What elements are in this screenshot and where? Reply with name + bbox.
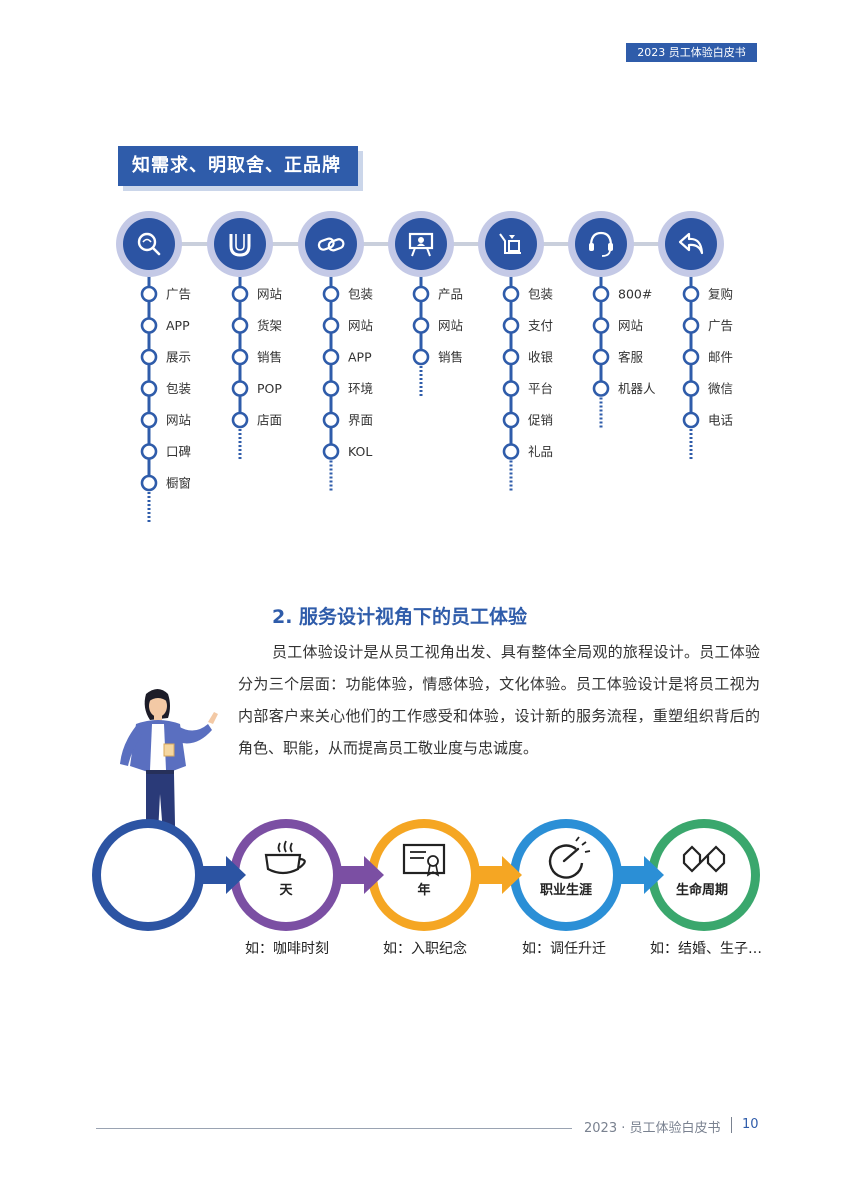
channel-item-label: 网站	[438, 318, 463, 333]
journey-start-inner	[101, 828, 195, 922]
channel-item-label: 广告	[708, 318, 733, 333]
channel-item-label: 客服	[618, 350, 644, 365]
timeline-node	[504, 445, 518, 459]
channel-item-label: 口碑	[166, 444, 191, 459]
timeline-node	[684, 350, 698, 364]
channel-item-label: 销售	[438, 350, 463, 365]
channel-item-label: 网站	[257, 287, 282, 302]
timeline-node	[233, 287, 247, 301]
timeline-node	[504, 319, 518, 333]
timeline-node	[684, 413, 698, 427]
channel-item-label: 包装	[166, 381, 191, 396]
channel-item-label: 礼品	[528, 444, 553, 459]
timeline-node	[684, 319, 698, 333]
timeline-node	[324, 287, 338, 301]
channel-item-label: 复购	[708, 287, 733, 302]
channel-item-label: 店面	[257, 413, 282, 428]
timeline-node	[142, 350, 156, 364]
journey-example-year: 如：入职纪念	[383, 938, 467, 958]
journey-step-inner	[377, 828, 471, 922]
timeline-node	[324, 350, 338, 364]
timeline-node	[414, 350, 428, 364]
timeline-node	[233, 413, 247, 427]
journey-example-lifecycle: 如：结婚、生子…	[650, 938, 762, 958]
channel-item-label: 促销	[528, 413, 553, 428]
timeline-node	[142, 287, 156, 301]
channel-item-label: 电话	[708, 413, 733, 428]
journey-step-inner	[657, 828, 751, 922]
timeline-node	[594, 287, 608, 301]
timeline-node	[324, 413, 338, 427]
channel-item-label: 机器人	[618, 381, 656, 396]
channel-item-label: POP	[257, 381, 282, 396]
page-number: 10	[742, 1117, 759, 1132]
timeline-node	[504, 382, 518, 396]
channel-icon-circle	[123, 218, 175, 270]
timeline-node	[233, 319, 247, 333]
channel-item-label: 包装	[348, 287, 373, 302]
timeline-node	[504, 287, 518, 301]
timeline-node	[324, 445, 338, 459]
channel-item-label: 橱窗	[166, 476, 191, 491]
channel-item-label: APP	[348, 350, 372, 365]
channel-icon-circle	[305, 218, 357, 270]
subsection-title: 2. 服务设计视角下的员工体验	[272, 602, 527, 629]
channel-item-label: 展示	[166, 350, 191, 365]
channel-item-label: 环境	[348, 381, 373, 396]
channel-item-label: 网站	[348, 318, 373, 333]
timeline-node	[414, 287, 428, 301]
timeline-node	[142, 476, 156, 490]
channel-item-label: 平台	[528, 381, 553, 396]
channel-item-label: 界面	[348, 413, 373, 428]
timeline-node	[594, 350, 608, 364]
channel-item-label: 网站	[618, 318, 643, 333]
channel-icon-circle	[485, 218, 537, 270]
channel-item-label: 支付	[528, 318, 553, 333]
timeline-node	[142, 319, 156, 333]
channel-icon-circle	[214, 218, 266, 270]
timeline-node	[414, 319, 428, 333]
journey-step-inner	[519, 828, 613, 922]
footer-text: 2023 · 员工体验白皮书	[584, 1117, 720, 1136]
channel-item-label: APP	[166, 318, 190, 333]
channel-item-label: 包装	[528, 287, 553, 302]
journey-label-career: 职业生涯	[511, 879, 621, 898]
timeline-node	[142, 382, 156, 396]
timeline-node	[504, 350, 518, 364]
channel-item-label: 货架	[257, 318, 282, 333]
timeline-node	[324, 319, 338, 333]
channel-item-label: 800#	[618, 287, 652, 302]
channel-item-label: KOL	[348, 444, 372, 459]
subsection-paragraph: 员工体验设计是从员工视角出发、具有整体全局观的旅程设计。员工体验分为三个层面：功…	[238, 636, 760, 764]
journey-flow	[0, 810, 850, 940]
footer-separator	[731, 1117, 732, 1133]
channel-item-label: 收银	[528, 350, 554, 365]
journey-example-day: 如：咖啡时刻	[245, 938, 329, 958]
timeline-node	[324, 382, 338, 396]
timeline-node	[684, 382, 698, 396]
timeline-node	[594, 319, 608, 333]
timeline-node	[142, 413, 156, 427]
journey-label-day: 天	[231, 879, 341, 898]
timeline-node	[233, 382, 247, 396]
channel-item-label: 网站	[166, 413, 191, 428]
timeline-node	[684, 287, 698, 301]
journey-label-lifecycle: 生命周期	[647, 879, 757, 898]
channel-item-label: 广告	[166, 287, 191, 302]
channel-item-label: 销售	[257, 350, 282, 365]
footer-divider	[96, 1128, 572, 1129]
timeline-node	[233, 350, 247, 364]
timeline-node	[594, 382, 608, 396]
channel-item-label: 产品	[438, 287, 463, 302]
journey-label-year: 年	[369, 879, 479, 898]
channel-item-label: 邮件	[708, 350, 733, 365]
channel-icon-circle	[575, 218, 627, 270]
channel-item-label: 微信	[708, 381, 733, 396]
journey-example-career: 如：调任升迁	[522, 938, 606, 958]
timeline-node	[142, 445, 156, 459]
timeline-node	[504, 413, 518, 427]
